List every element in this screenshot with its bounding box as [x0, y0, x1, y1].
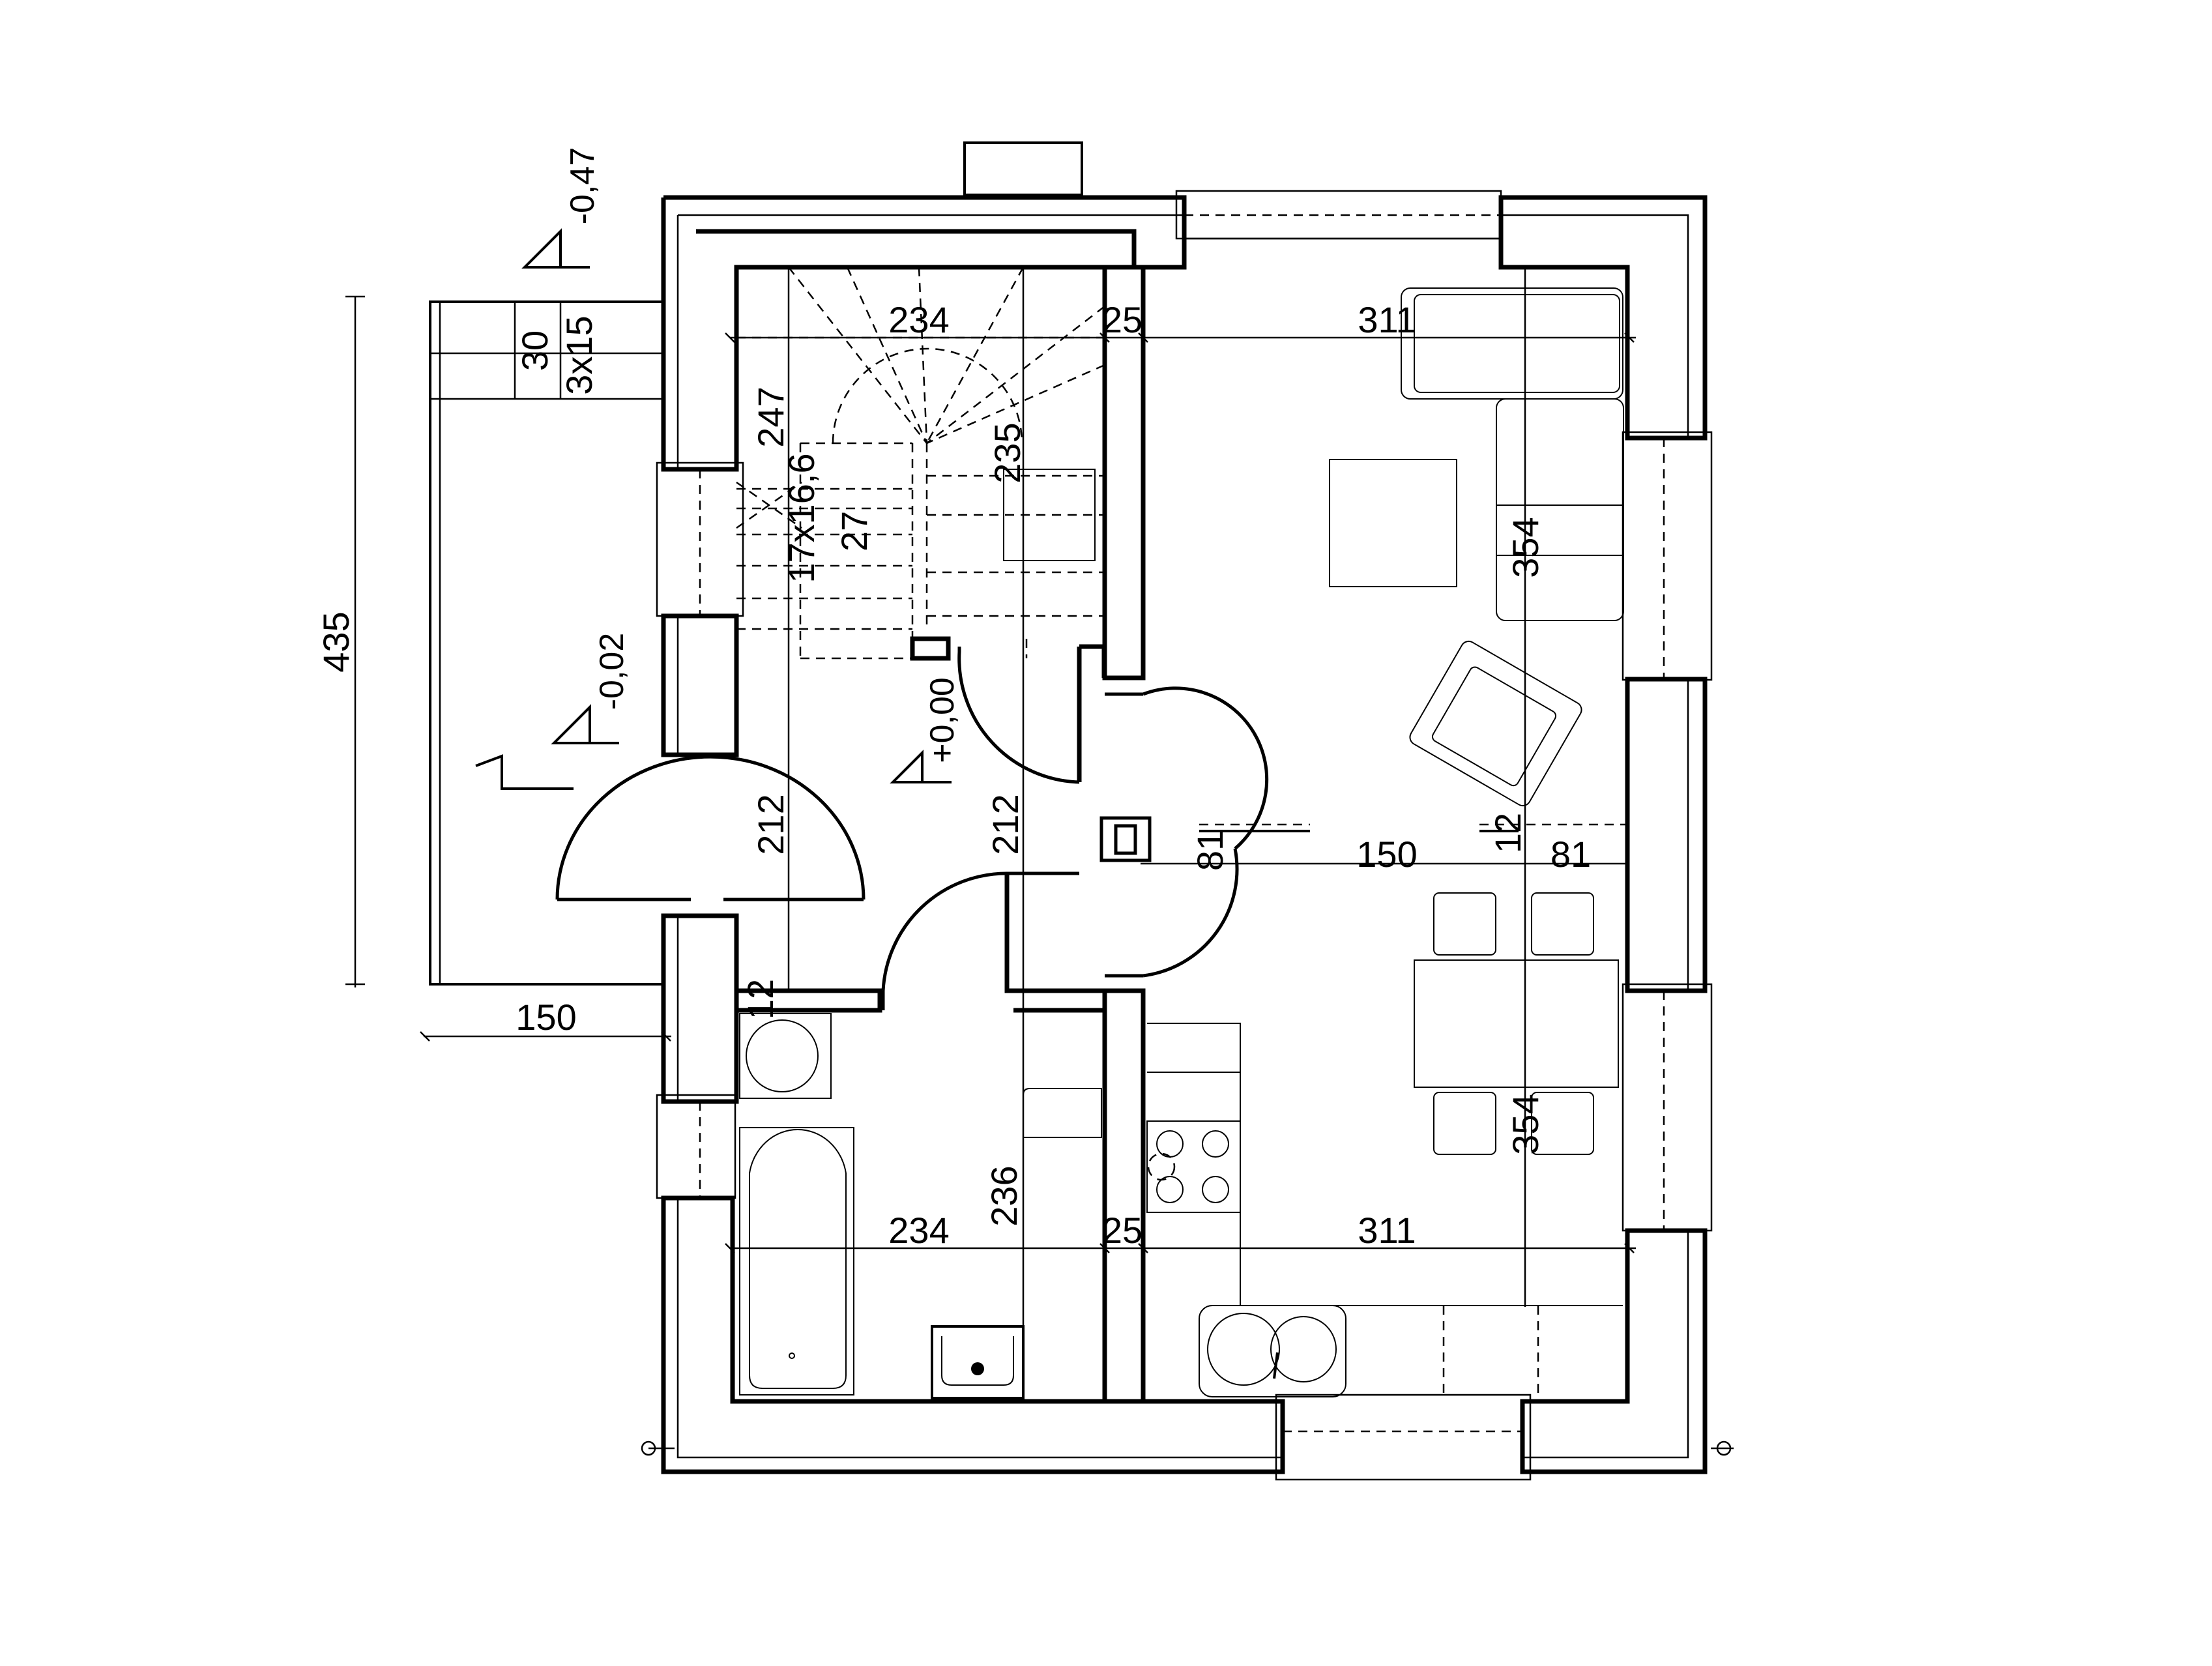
dim-opening-width: 150 [1356, 834, 1417, 875]
dimension-lines [345, 267, 1734, 1456]
bathroom-fixtures [739, 1013, 1102, 1399]
terrace-step-count: 3x15 [559, 315, 600, 394]
dim-terrace-width: 150 [516, 997, 576, 1038]
doors [555, 647, 1269, 1010]
elevation-ground-floor: +0,00 [924, 677, 961, 763]
dim-partition-81: 81 [1550, 834, 1591, 875]
outer-walls [661, 195, 1708, 1474]
dim-stair-width: 247 [750, 387, 791, 447]
dim-partition-12-right: 12 [1487, 813, 1528, 853]
dim-bath-depth: 236 [983, 1165, 1025, 1226]
dim-living-depth: 354 [1505, 517, 1546, 577]
chimney [963, 141, 1083, 196]
stair-steps: 17x16,6 [781, 453, 822, 583]
terrace-step-rise: 30 [514, 330, 555, 371]
coffee-table [1329, 459, 1457, 587]
staircase [736, 267, 1105, 660]
dim-top-wall: 25 [1102, 299, 1142, 340]
windows [656, 190, 1713, 1481]
elevation-terrace: -0,02 [593, 633, 631, 710]
sofa [1401, 287, 1624, 621]
terrace [429, 300, 663, 986]
elevation-terrace-outer: -0,47 [564, 147, 602, 225]
dining-set [1414, 892, 1619, 1155]
dim-hall-height-left: 212 [750, 794, 791, 855]
dim-bottom-right-width: 311 [1358, 1210, 1416, 1251]
kitchen [1146, 1023, 1623, 1397]
dim-terrace-depth: 435 [315, 611, 357, 672]
dim-top-right-width: 311 [1358, 299, 1416, 340]
dim-bottom-wall: 25 [1102, 1210, 1142, 1251]
elevation-markers [521, 228, 952, 783]
dim-dining-depth: 354 [1505, 1094, 1546, 1154]
dim-top-left-width: 234 [888, 299, 949, 340]
dim-bottom-left-width: 234 [888, 1210, 949, 1251]
dim-stair-flight: 235 [987, 422, 1028, 483]
dim-hall-height-right: 212 [985, 794, 1026, 855]
dim-partition-12-left: 12 [740, 979, 781, 1019]
stair-tread: 27 [834, 511, 875, 551]
armchair [1409, 640, 1582, 807]
interior-walls [734, 267, 1146, 1404]
dim-door-offset: 81 [1189, 830, 1230, 871]
